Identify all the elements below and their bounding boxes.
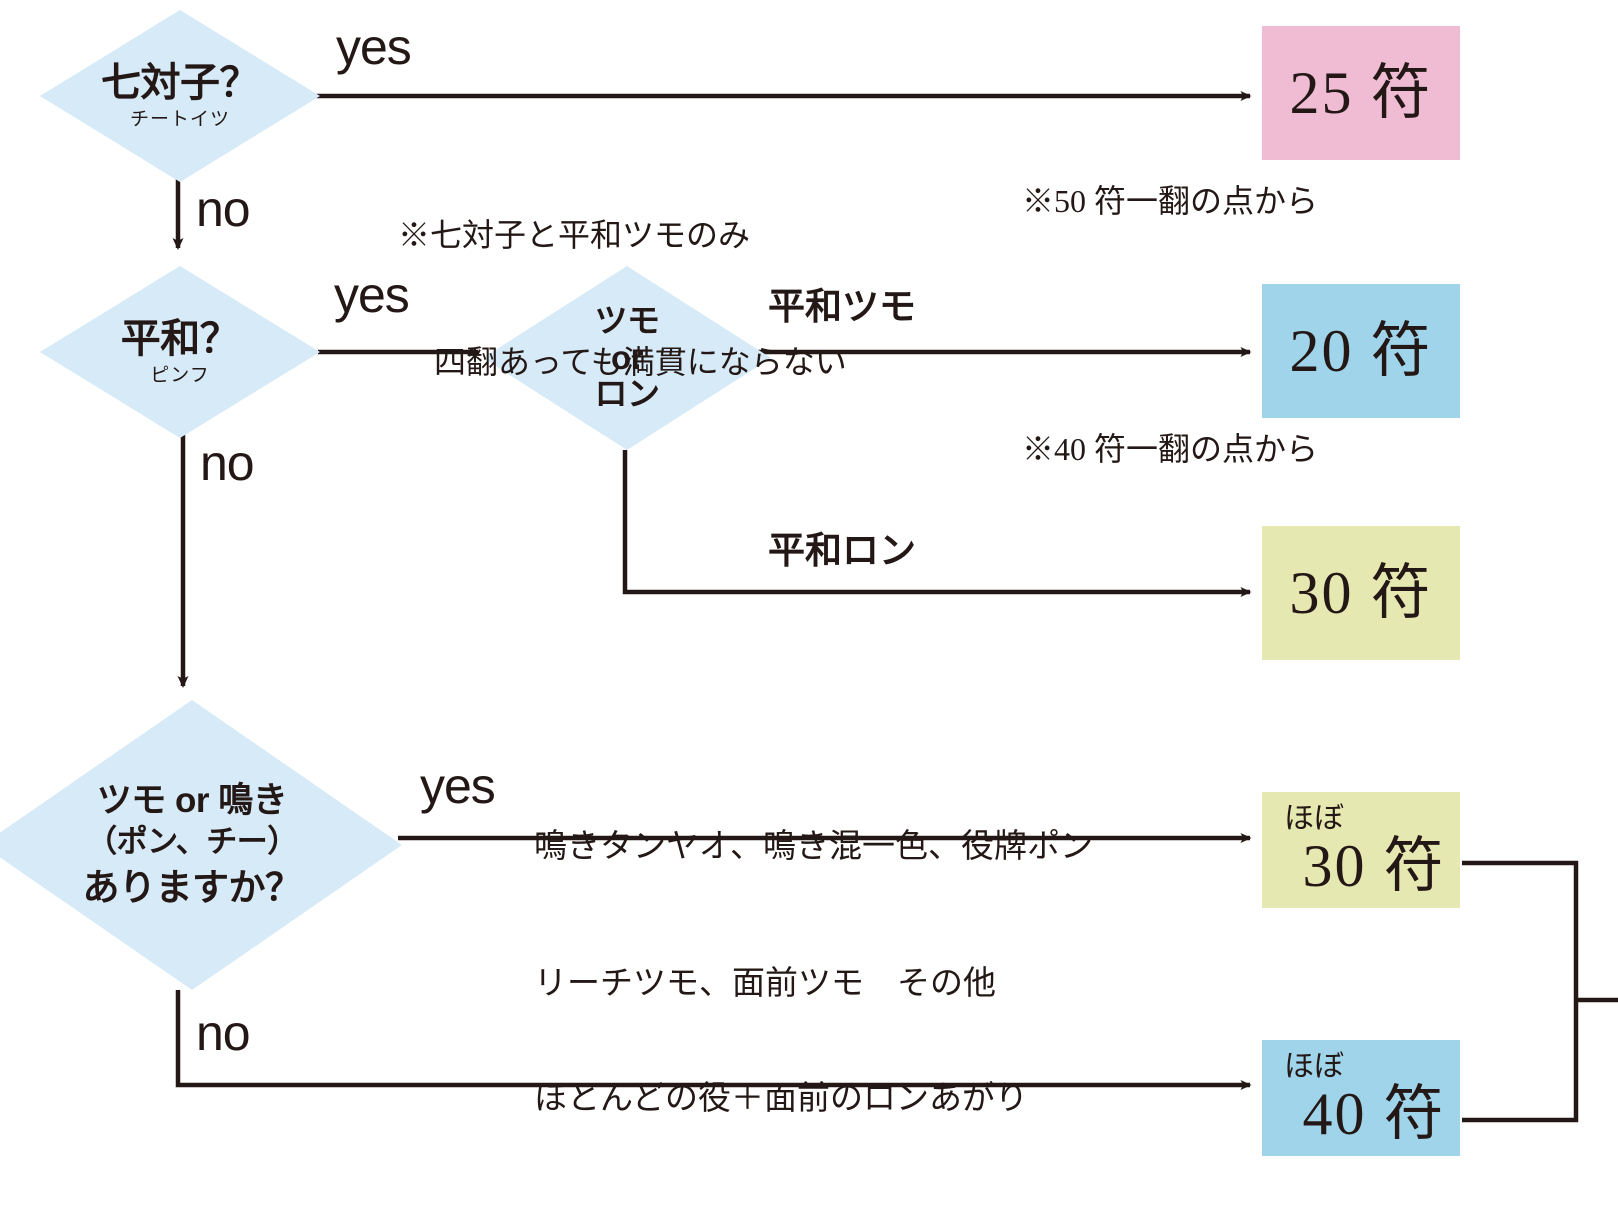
note-chiitoitsu-line1: ※七対子と平和ツモのみ <box>398 217 751 254</box>
note-20fu: ※40 符一翻の点から <box>1022 431 1319 467</box>
edge-merge-bracket <box>1462 860 1579 1123</box>
result-40fu-hobo-value: 40 符 <box>1302 1081 1446 1147</box>
node-naki-line3: ありますか？ <box>82 867 303 909</box>
result-box-40fu-hobo[interactable]: ほぼ 40 符 <box>1262 1040 1460 1156</box>
note-25fu: ※50 符一翻の点から <box>1022 183 1319 219</box>
result-box-20fu[interactable]: 20 符 <box>1262 284 1460 418</box>
node-naki[interactable]: ツモ or 鳴き （ポン、チー） ありますか？ <box>0 700 402 990</box>
node-pinfu-ruby: ピンフ <box>150 365 210 387</box>
edge-label-yes-1: yes <box>336 19 412 75</box>
result-30fu-value: 30 符 <box>1289 560 1433 626</box>
edge-pinfu-ron <box>622 450 1252 597</box>
node-pinfu[interactable]: 平和？ ピンフ <box>40 266 320 438</box>
node-pinfu-label: 平和？ <box>120 317 240 362</box>
node-tsumo-or-ron-line3: ロン <box>594 375 661 413</box>
result-20fu-value: 20 符 <box>1289 318 1433 384</box>
note-naki-no: ほとんどの役＋面前のロンあがり リーチロン その他 <box>534 984 1028 1207</box>
node-tsumo-or-ron-line1: ツモ <box>594 301 661 339</box>
node-naki-line1: ツモ or 鳴き <box>96 781 288 821</box>
node-tsumo-or-ron-line2: or <box>611 338 644 376</box>
edge-label-no-1: no <box>196 181 251 237</box>
edge-label-no-2: no <box>200 435 255 491</box>
edge-label-pinfu-tsumo: 平和ツモ <box>768 286 916 327</box>
node-chiitoitsu-ruby: チートイツ <box>129 109 230 131</box>
note-chiitoitsu: ※七対子と平和ツモのみ 四翻あっても満貫にならない <box>398 130 847 468</box>
note-chiitoitsu-line2: 四翻あっても満貫にならない <box>434 344 847 381</box>
edge-label-yes-3: yes <box>420 758 496 814</box>
result-box-30fu-hobo[interactable]: ほぼ 30 符 <box>1262 792 1460 908</box>
result-25fu-value: 25 符 <box>1289 60 1433 126</box>
edge-label-yes-2: yes <box>334 267 410 323</box>
result-40fu-hobo-prefix: ほぼ <box>1284 1050 1344 1083</box>
note-naki-no-line1: ほとんどの役＋面前のロンあがり <box>534 1079 1029 1117</box>
result-30fu-hobo-value: 30 符 <box>1302 833 1446 899</box>
note-naki-yes: 鳴きタンヤオ、鳴き混一色、役牌ポン リーチツモ、面前ツモ その他 <box>534 732 1093 1096</box>
node-naki-line2: （ポン、チー） <box>86 823 298 859</box>
result-box-30fu[interactable]: 30 符 <box>1262 526 1460 660</box>
note-naki-yes-line2: リーチツモ、面前ツモ その他 <box>534 963 996 1001</box>
result-30fu-hobo-prefix: ほぼ <box>1284 802 1344 835</box>
result-box-25fu[interactable]: 25 符 <box>1262 26 1460 160</box>
node-chiitoitsu-label: 七対子？ <box>101 61 260 106</box>
node-chiitoitsu[interactable]: 七対子？ チートイツ <box>40 10 320 182</box>
edge-label-no-3: no <box>196 1005 251 1061</box>
note-naki-yes-line1: 鳴きタンヤオ、鳴き混一色、役牌ポン <box>534 827 1094 865</box>
edge-label-pinfu-ron: 平和ロン <box>768 530 916 571</box>
